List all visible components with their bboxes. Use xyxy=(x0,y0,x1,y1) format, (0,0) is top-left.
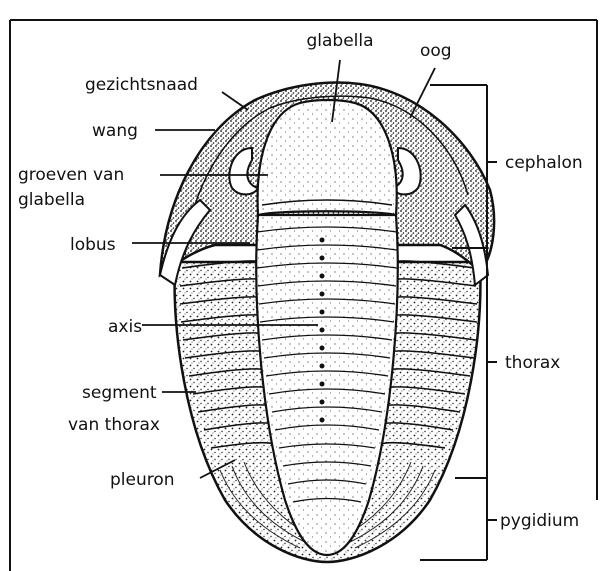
label-cephalon: cephalon xyxy=(505,153,583,173)
label-pleuron: pleuron xyxy=(110,470,175,490)
label-pygidium: pygidium xyxy=(500,511,579,531)
label-gezichtsnaad: gezichtsnaad xyxy=(85,75,198,95)
label-oog: oog xyxy=(420,41,452,61)
trilobite-body xyxy=(160,83,494,562)
label-wang: wang xyxy=(92,121,138,141)
label-segment-line1: segment xyxy=(82,383,157,403)
label-groeven-line2: glabella xyxy=(18,190,85,210)
label-axis: axis xyxy=(108,317,142,337)
label-lobus: lobus xyxy=(70,235,116,255)
glabella-lobe xyxy=(258,100,397,215)
label-glabella: glabella xyxy=(306,31,373,51)
label-segment-line2: van thorax xyxy=(68,415,160,435)
label-groeven-line1: groeven van xyxy=(18,165,124,185)
label-thorax: thorax xyxy=(505,353,560,373)
